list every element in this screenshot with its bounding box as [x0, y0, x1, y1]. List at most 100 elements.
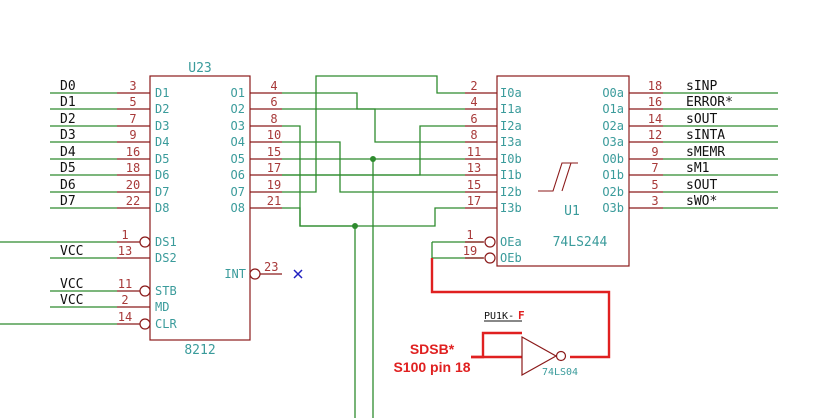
schmitt-trigger-icon [538, 162, 578, 192]
input-net-label: D1 [60, 95, 76, 110]
u23-pin-name: O7 [231, 185, 245, 199]
u23-pin-name: O3 [231, 119, 245, 133]
vcc-label: VCC [60, 277, 83, 292]
u23-pin-name: DS1 [155, 235, 177, 249]
vcc-label: VCC [60, 244, 83, 259]
u1-pin-number: 7 [651, 161, 658, 175]
u23-pin-name: O2 [231, 102, 245, 116]
u23-pin-name: STB [155, 284, 177, 298]
u23-pin-name: D7 [155, 185, 169, 199]
u23-pin-number: 13 [118, 244, 132, 258]
pullup-suffix: F [518, 309, 525, 322]
u1-pin-name: O1a [602, 102, 624, 116]
input-net-label: D2 [60, 112, 76, 127]
u1-pin-name: O1b [602, 168, 624, 182]
u1-pin-number: 4 [470, 95, 477, 109]
u23-pin-number: 1 [121, 228, 128, 242]
u1-pin-name: I1b [500, 168, 522, 182]
u23-pin-number: 4 [270, 79, 277, 93]
u1-pin-name: OEa [500, 235, 522, 249]
u1-pin-number: 6 [470, 112, 477, 126]
u23-pin-name: D5 [155, 152, 169, 166]
output-net-label: sINTA [686, 128, 725, 143]
u1-pin-number: 11 [467, 145, 481, 159]
inversion-bubble [139, 318, 151, 330]
u1-pin-name: O2b [602, 185, 624, 199]
u23-pin-number: 20 [126, 178, 140, 192]
u1-pin-name: I0a [500, 86, 522, 100]
u23-body [149, 75, 251, 341]
u23-pin-name: CLR [155, 317, 177, 331]
u23-pin-name: D6 [155, 168, 169, 182]
vcc-label: VCC [60, 293, 83, 308]
u23-pin-name: O4 [231, 135, 245, 149]
inversion-bubble [139, 285, 151, 297]
input-net-label: D7 [60, 194, 76, 209]
inverter-triangle-icon [521, 335, 558, 377]
u23-pin-name: O8 [231, 201, 245, 215]
u1-pin-name: I2b [500, 185, 522, 199]
u1-pin-number: 1 [466, 228, 473, 242]
inverter-74ls04: PU1K- F 74LS04 [484, 309, 578, 378]
input-net-label: D5 [60, 161, 76, 176]
u1-pin-number: 16 [648, 95, 662, 109]
u23-pin-name: D4 [155, 135, 169, 149]
vcc-labels: VCC VCC VCC [60, 244, 83, 308]
u1-pin-number: 14 [648, 112, 662, 126]
u1-pin-name: O2a [602, 119, 624, 133]
u1-pin-name: I0b [500, 152, 522, 166]
u23-pin-number: 16 [126, 145, 140, 159]
u1-pin-number: 2 [470, 79, 477, 93]
output-net-label: sOUT [686, 112, 717, 127]
u1-value: 74LS244 [553, 235, 608, 250]
u1-pin-number: 17 [467, 194, 481, 208]
inverter-bubble [555, 350, 567, 362]
input-net-label: D3 [60, 128, 76, 143]
u1-pin-name: O3b [602, 201, 624, 215]
u1-pin-number: 3 [651, 194, 658, 208]
u23-pin-name: O6 [231, 168, 245, 182]
u23-pin-number: 5 [129, 95, 136, 109]
int-pin-number: 23 [264, 260, 278, 274]
u23-pin-number: 11 [118, 277, 132, 291]
u1-ref: U1 [564, 204, 580, 219]
u23-pin-number: 10 [267, 128, 281, 142]
int-inversion-bubble [249, 268, 261, 280]
output-net-label: ERROR* [686, 95, 733, 110]
u23-pin-number: 18 [126, 161, 140, 175]
inversion-bubble [484, 252, 496, 264]
u1-pin-number: 15 [467, 178, 481, 192]
annotation-pin: S100 pin 18 [393, 359, 470, 375]
u23-pin-number: 19 [267, 178, 281, 192]
u23-pin-number: 22 [126, 194, 140, 208]
u1-pin-number: 5 [651, 178, 658, 192]
annotation-signal: SDSB* [410, 341, 455, 357]
u23-pin-name: MD [155, 300, 169, 314]
u1-pin-name: I3b [500, 201, 522, 215]
u1-pin-number: 9 [651, 145, 658, 159]
u23-pin-number: 8 [270, 112, 277, 126]
junction-dot [352, 223, 358, 229]
inverter-value: 74LS04 [542, 367, 578, 378]
u1-pin-number: 13 [467, 161, 481, 175]
u23-pin-name: O5 [231, 152, 245, 166]
u1-pin-name: O3a [602, 135, 624, 149]
output-net-label: sWO* [686, 194, 717, 209]
u1-pin-number: 19 [463, 244, 477, 258]
u23-pin-name: D3 [155, 119, 169, 133]
u23-pin-name: D8 [155, 201, 169, 215]
input-net-label: D6 [60, 178, 76, 193]
output-net-label: sMEMR [686, 145, 725, 160]
u1-body [496, 75, 630, 267]
u1-pin-number: 18 [648, 79, 662, 93]
enable-wire-redline [430, 258, 611, 359]
u23-pin-number: 17 [267, 161, 281, 175]
inversion-bubble [484, 236, 496, 248]
u1-pin-name: I2a [500, 119, 522, 133]
u1-pin-name: OEb [500, 251, 522, 265]
u23-pin-number: 2 [121, 293, 128, 307]
